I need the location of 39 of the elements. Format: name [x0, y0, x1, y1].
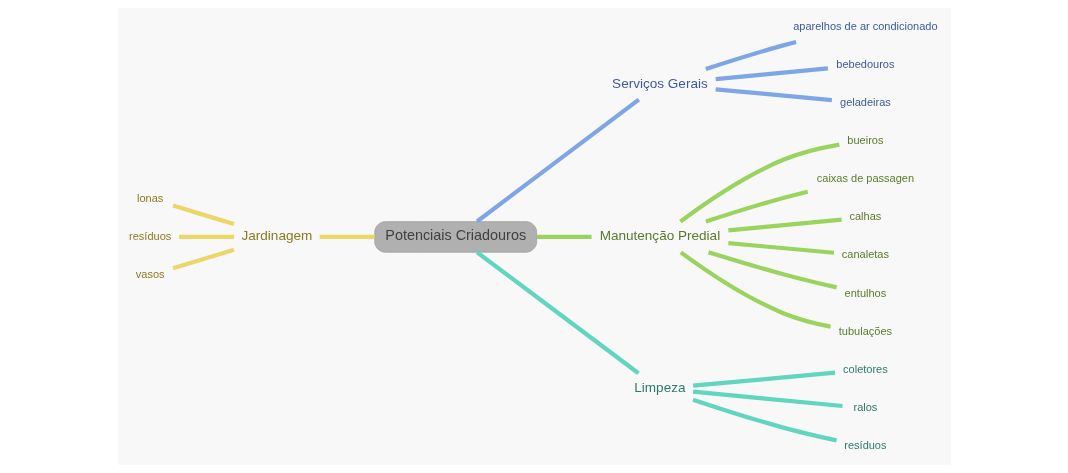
connector — [172, 247, 235, 271]
node-text: tubulações — [838, 324, 892, 337]
connector — [704, 39, 797, 72]
connector — [178, 234, 234, 240]
node-text: Manutenção Predial — [599, 228, 720, 244]
node-text: bueiros — [846, 134, 883, 147]
connector — [536, 234, 592, 240]
node-text: lonas — [136, 191, 163, 204]
connector — [678, 142, 840, 224]
node-text: resíduos — [843, 439, 887, 452]
node-text: entulhos — [844, 286, 886, 299]
connector — [679, 250, 831, 329]
node-text: vasos — [135, 267, 165, 280]
connector — [691, 397, 837, 443]
connector — [475, 250, 640, 375]
connector — [714, 66, 828, 82]
connector — [172, 203, 235, 227]
connector — [692, 370, 835, 388]
connector — [475, 97, 640, 224]
node-text: Limpeza — [633, 379, 686, 395]
node-text: bebedouros — [835, 57, 894, 70]
connector — [714, 87, 832, 103]
node-text: geladeiras — [839, 95, 891, 108]
node-text: caixas de passagen — [816, 172, 914, 185]
node-text: canaletas — [841, 248, 889, 261]
node-text: ralos — [852, 400, 877, 413]
connector — [727, 217, 842, 233]
node-text: coletores — [842, 362, 888, 375]
node-text: aparelhos de ar condicionado — [792, 19, 938, 32]
node-text: Jardinagem — [240, 228, 312, 244]
connector — [692, 389, 843, 409]
node-text: Serviços Gerais — [611, 75, 708, 91]
connector — [707, 250, 837, 290]
connector — [319, 234, 375, 240]
connector — [704, 189, 808, 224]
node-text: calhas — [849, 210, 881, 223]
node-text: resíduos — [128, 229, 171, 242]
node-box: Potenciais Criadouros — [373, 221, 537, 253]
connector — [727, 241, 834, 255]
